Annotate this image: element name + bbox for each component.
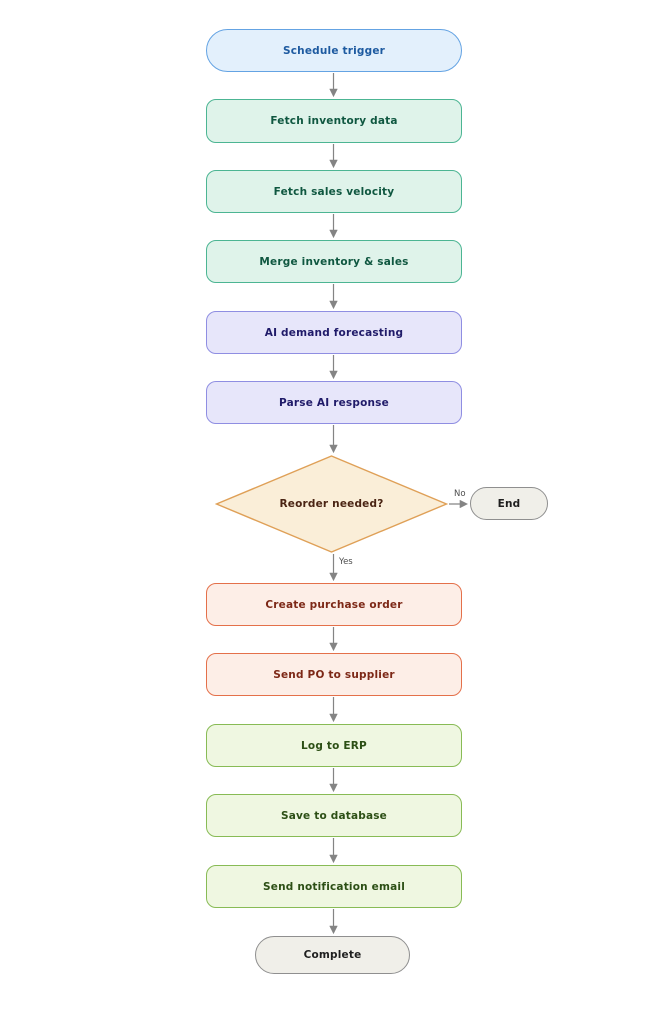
node-ai-demand-forecasting: AI demand forecasting [206, 311, 462, 354]
node-reorder-needed-decision: Reorder needed? [215, 455, 448, 553]
node-fetch-inventory-data: Fetch inventory data [206, 99, 462, 143]
edge-label-no: No [454, 489, 466, 499]
node-complete-label: Complete [303, 949, 362, 961]
node-fetch-sales-velocity-label: Fetch sales velocity [273, 185, 395, 198]
node-create-purchase-order: Create purchase order [206, 583, 462, 626]
node-log-to-erp: Log to ERP [206, 724, 462, 767]
node-end: End [470, 487, 548, 520]
edge-label-yes: Yes [339, 557, 353, 567]
node-parse-ai-response-label: Parse AI response [279, 396, 389, 409]
node-ai-demand-forecasting-label: AI demand forecasting [264, 326, 404, 339]
node-save-to-database: Save to database [206, 794, 462, 837]
node-send-notification-email-label: Send notification email [262, 880, 406, 893]
node-fetch-inventory-data-label: Fetch inventory data [270, 115, 398, 127]
node-end-label: End [497, 497, 521, 510]
node-create-purchase-order-label: Create purchase order [265, 598, 403, 611]
node-reorder-needed-label: Reorder needed? [279, 498, 384, 510]
node-merge-inventory-sales: Merge inventory & sales [206, 240, 462, 283]
node-parse-ai-response: Parse AI response [206, 381, 462, 424]
node-send-po-to-supplier-label: Send PO to supplier [273, 668, 395, 681]
node-merge-inventory-sales-label: Merge inventory & sales [259, 255, 409, 268]
node-save-to-database-label: Save to database [280, 809, 388, 822]
node-schedule-trigger-label: Schedule trigger [282, 44, 386, 57]
node-log-to-erp-label: Log to ERP [301, 739, 367, 752]
node-complete: Complete [255, 936, 410, 974]
node-schedule-trigger: Schedule trigger [206, 29, 462, 72]
node-send-notification-email: Send notification email [206, 865, 462, 908]
decision-diamond-shape [215, 455, 448, 553]
node-send-po-to-supplier: Send PO to supplier [206, 653, 462, 696]
node-fetch-sales-velocity: Fetch sales velocity [206, 170, 462, 213]
